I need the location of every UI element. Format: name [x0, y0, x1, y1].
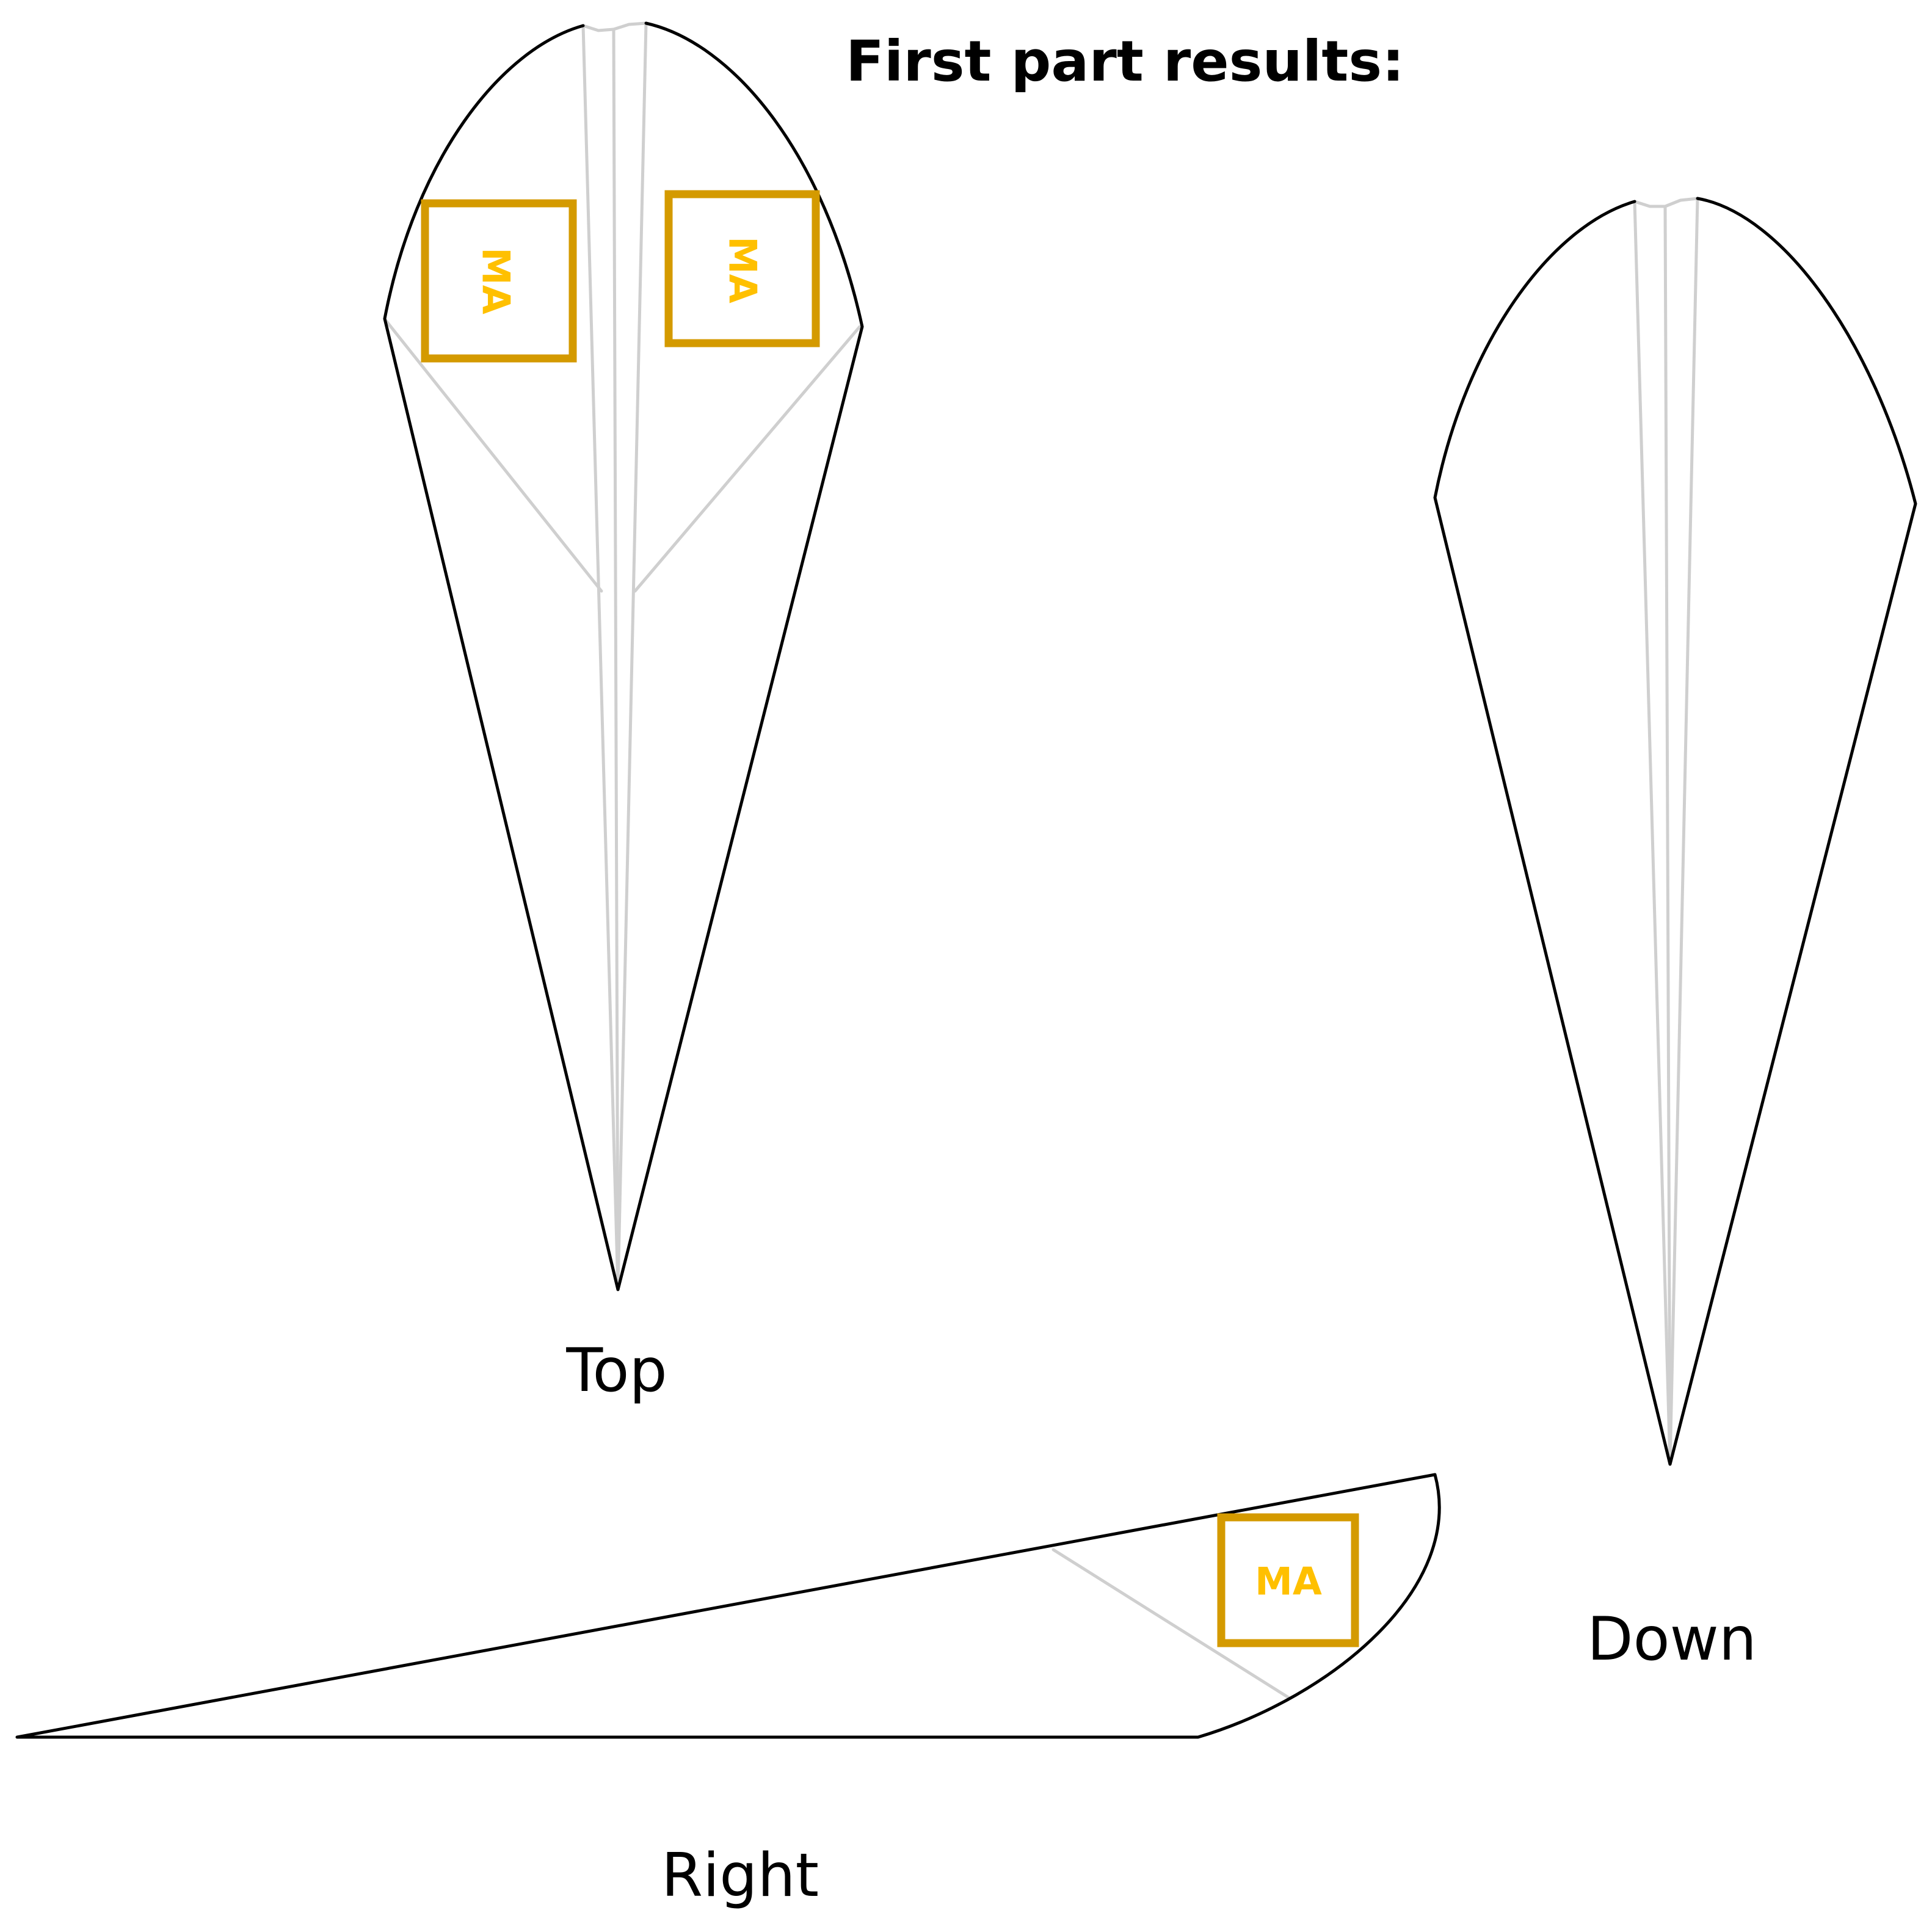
top-view-outline — [383, 21, 864, 1291]
marker-label: MA — [1255, 1559, 1322, 1604]
top-view-fold-lines — [384, 21, 862, 1291]
right-view-outline — [15, 1473, 1441, 1739]
right-view: MA Right — [15, 1473, 1441, 1911]
top-view-label: Top — [565, 1336, 667, 1406]
page-title: First part results: — [846, 29, 1404, 94]
right-view-marker: MA — [1217, 1513, 1359, 1647]
top-view: MA MA Top — [383, 21, 864, 1406]
top-view-marker-left: MA — [421, 199, 577, 363]
right-view-label: Right — [661, 1841, 819, 1911]
down-view-label: Down — [1587, 1605, 1757, 1674]
top-view-marker-right: MA — [664, 190, 820, 347]
right-view-fold-line — [1051, 1548, 1290, 1699]
down-view-fold-lines — [1633, 197, 1699, 1466]
down-view-outline — [1433, 197, 1917, 1466]
marker-label: MA — [474, 247, 518, 314]
marker-label: MA — [721, 236, 765, 303]
down-view: Down — [1433, 197, 1917, 1674]
